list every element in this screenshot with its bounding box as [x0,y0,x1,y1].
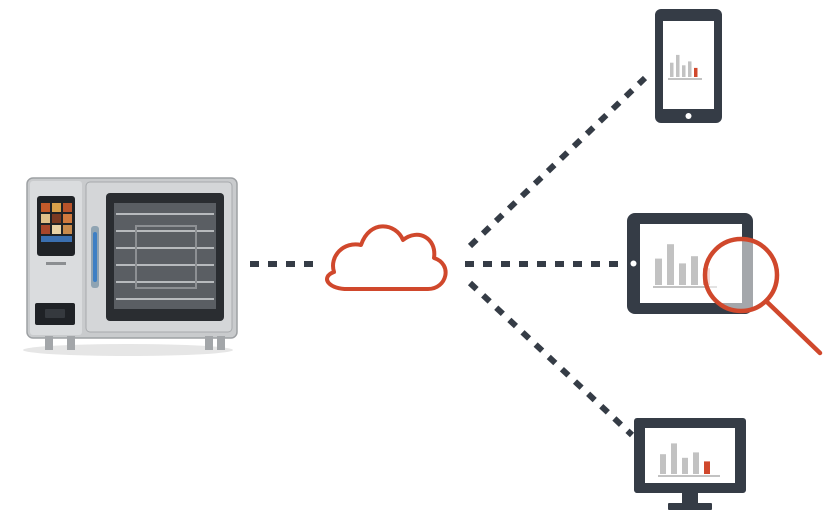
connectors [250,75,648,438]
chart-bar [670,62,674,77]
chart-bar [660,454,666,474]
smartphone-icon [655,9,722,123]
chart-bar [693,452,699,474]
chart-bar [691,256,698,285]
monitor-bar-chart [658,443,720,477]
chart-bar [667,244,674,285]
combi-oven-image [23,177,238,356]
phone-bar-chart [668,54,702,80]
magnifying-glass-icon [702,236,823,356]
chart-bar [682,65,686,77]
chart-bar [655,258,662,285]
chart-bar [676,54,680,77]
connector-cloud-phone [467,75,648,249]
chart-baseline [658,475,720,477]
oven-screen-tiles [41,203,72,242]
chart-baseline [668,78,702,80]
desktop-monitor-icon [634,418,746,510]
chart-bar [704,461,710,474]
connector-cloud-monitor [467,280,635,438]
oven-racks [116,213,214,300]
chart-baseline [653,286,717,288]
chart-bar [682,457,688,474]
chart-bar [671,443,677,474]
chart-bar [688,61,692,77]
cloud-icon [325,224,448,292]
chart-bar [694,67,698,77]
chart-bar [679,263,686,285]
